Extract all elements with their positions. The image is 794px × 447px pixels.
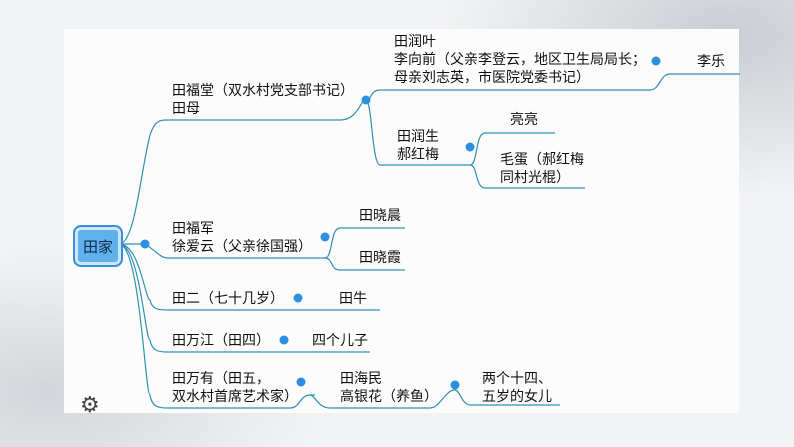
node-line: 田二（七十几岁）: [172, 291, 284, 307]
node-line: 田福堂（双水村党支部书记）: [172, 83, 354, 99]
node-line: 五岁的女儿: [482, 389, 552, 405]
node-line: 田润生: [397, 129, 439, 145]
node-line: 郝红梅: [397, 147, 439, 163]
node-line: 四个儿子: [312, 333, 368, 349]
node-line: 两个十四、: [482, 371, 552, 387]
node-dot: [140, 239, 150, 249]
node-tian-er[interactable]: 田二（七十几岁）: [172, 290, 284, 308]
node-line: 亮亮: [510, 112, 538, 128]
node-dot: [293, 293, 303, 303]
node-line: 毛蛋（郝红梅: [500, 152, 584, 168]
node-line: 田万江（田四）: [172, 333, 270, 349]
node-tian-runye[interactable]: 田润叶 李向前（父亲李登云，地区卫生局局长； 母亲刘志英，市医院党委书记）: [394, 33, 646, 87]
node-dot: [651, 56, 661, 66]
node-dot: [361, 95, 371, 105]
node-li-le[interactable]: 李乐: [697, 53, 725, 71]
node-dot: [320, 232, 330, 242]
node-dot: [279, 335, 289, 345]
node-tian-futang[interactable]: 田福堂（双水村党支部书记） 田母: [172, 82, 354, 118]
node-line: 田润叶: [394, 34, 436, 50]
node-tian-fujun[interactable]: 田福军 徐爱云（父亲徐国强）: [172, 220, 312, 256]
node-line: 双水村首席艺术家）: [172, 389, 298, 405]
node-line: 徐爱云（父亲徐国强）: [172, 239, 312, 255]
node-line: 母亲刘志英，市医院党委书记）: [394, 70, 590, 86]
node-two-daughters[interactable]: 两个十四、 五岁的女儿: [482, 370, 552, 406]
slide-canvas: [64, 29, 739, 413]
node-liangliang[interactable]: 亮亮: [510, 111, 538, 129]
node-line: 田晓晨: [359, 208, 401, 224]
node-tian-wanyou[interactable]: 田万有（田五， 双水村首席艺术家）: [172, 370, 298, 406]
node-line: 田福军: [172, 221, 214, 237]
node-line: 高银花（养鱼）: [340, 389, 438, 405]
node-line: 田牛: [339, 291, 367, 307]
node-dot: [296, 377, 306, 387]
node-maodan[interactable]: 毛蛋（郝红梅 同村光棍）: [500, 151, 584, 187]
node-line: 田晓霞: [359, 250, 401, 266]
node-tian-runsheng[interactable]: 田润生 郝红梅: [397, 128, 439, 164]
root-node[interactable]: 田家: [73, 225, 123, 267]
node-line: 田母: [172, 101, 200, 117]
node-tian-xiaoxia[interactable]: 田晓霞: [359, 249, 401, 267]
node-line: 李乐: [697, 54, 725, 70]
node-four-sons[interactable]: 四个儿子: [312, 332, 368, 350]
node-tian-niu[interactable]: 田牛: [339, 290, 367, 308]
node-dot: [465, 142, 475, 152]
gear-icon: ⚙: [80, 393, 100, 418]
node-tian-wanjiang[interactable]: 田万江（田四）: [172, 332, 270, 350]
node-tian-xiaochen[interactable]: 田晓晨: [359, 207, 401, 225]
node-line: 李向前（父亲李登云，地区卫生局局长；: [394, 52, 646, 68]
node-tian-haimin[interactable]: 田海民 高银花（养鱼）: [340, 370, 438, 406]
node-line: 田海民: [340, 371, 382, 387]
node-dot: [450, 380, 460, 390]
root-label: 田家: [82, 238, 113, 256]
node-line: 同村光棍）: [500, 170, 570, 186]
node-line: 田万有（田五，: [172, 371, 270, 387]
